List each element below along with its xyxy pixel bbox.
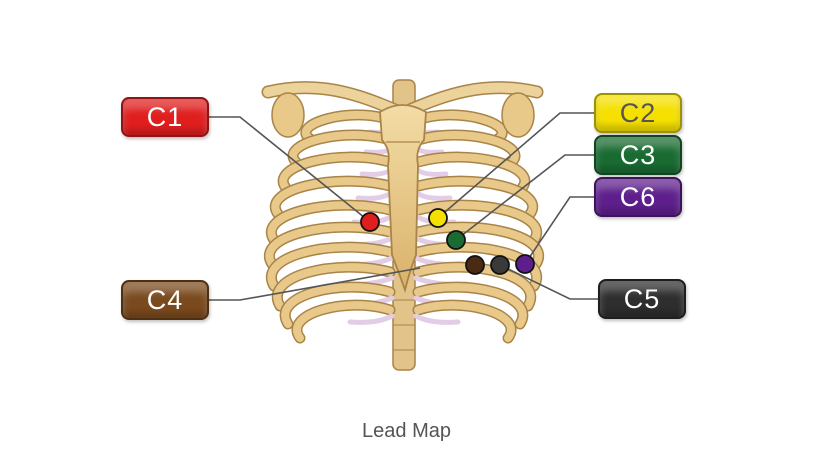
leader-line-c2 xyxy=(437,112,594,219)
rib-fill xyxy=(281,283,394,328)
lead-label-text: C4 xyxy=(146,284,184,315)
electrode-c4 xyxy=(465,255,485,275)
lead-label-c2[interactable]: C2 xyxy=(594,93,682,133)
rib-fill xyxy=(414,223,543,268)
electrode-c2 xyxy=(428,208,448,228)
sternum xyxy=(379,104,427,294)
electrode-c1 xyxy=(360,212,380,232)
rib-fill xyxy=(414,131,519,166)
lead-label-c5[interactable]: C5 xyxy=(598,279,686,319)
lead-label-text: C1 xyxy=(146,101,184,132)
electrodes xyxy=(360,208,535,275)
lead-label-c1[interactable]: C1 xyxy=(121,97,209,137)
rib-fill xyxy=(267,243,394,290)
rib-fill xyxy=(414,243,541,290)
cartilage xyxy=(347,313,395,325)
rib-fill xyxy=(414,283,527,328)
rib-fill xyxy=(302,110,394,142)
rib-fill xyxy=(289,131,394,166)
electrode-c3 xyxy=(446,230,466,250)
lead-label-c3[interactable]: C3 xyxy=(594,135,682,175)
cartilage xyxy=(413,189,453,201)
leader-line-c5 xyxy=(499,264,598,300)
electrode-c5 xyxy=(490,255,510,275)
cartilage xyxy=(413,313,461,325)
rib-fill xyxy=(267,201,394,244)
lead-label-text: C5 xyxy=(623,283,661,314)
leader-lines xyxy=(209,112,598,301)
rib-fill xyxy=(414,153,529,192)
ribs-left xyxy=(264,109,396,344)
rib-fill xyxy=(273,263,394,310)
leader-line-c3 xyxy=(455,154,594,241)
rib-fill xyxy=(414,110,506,142)
lead-label-c4[interactable]: C4 xyxy=(121,280,209,320)
rib-fill xyxy=(279,153,394,192)
leader-line-c1 xyxy=(209,116,371,223)
cartilage xyxy=(355,189,395,201)
electrode-c6 xyxy=(515,254,535,274)
lead-label-text: C6 xyxy=(619,181,657,212)
lead-label-c6[interactable]: C6 xyxy=(594,177,682,217)
leader-line-c4 xyxy=(209,267,421,301)
lead-label-text: C2 xyxy=(619,97,657,128)
clavicles xyxy=(261,81,544,138)
leader-line-c6 xyxy=(524,196,594,265)
rib-fill xyxy=(271,177,394,218)
lead-label-text: C3 xyxy=(619,139,657,170)
rib-fill xyxy=(414,301,515,342)
rib-fill xyxy=(414,201,541,244)
rib-fill xyxy=(414,177,537,218)
cartilage xyxy=(413,165,449,177)
rib-fill xyxy=(293,301,394,342)
caption: Lead Map xyxy=(362,420,451,442)
